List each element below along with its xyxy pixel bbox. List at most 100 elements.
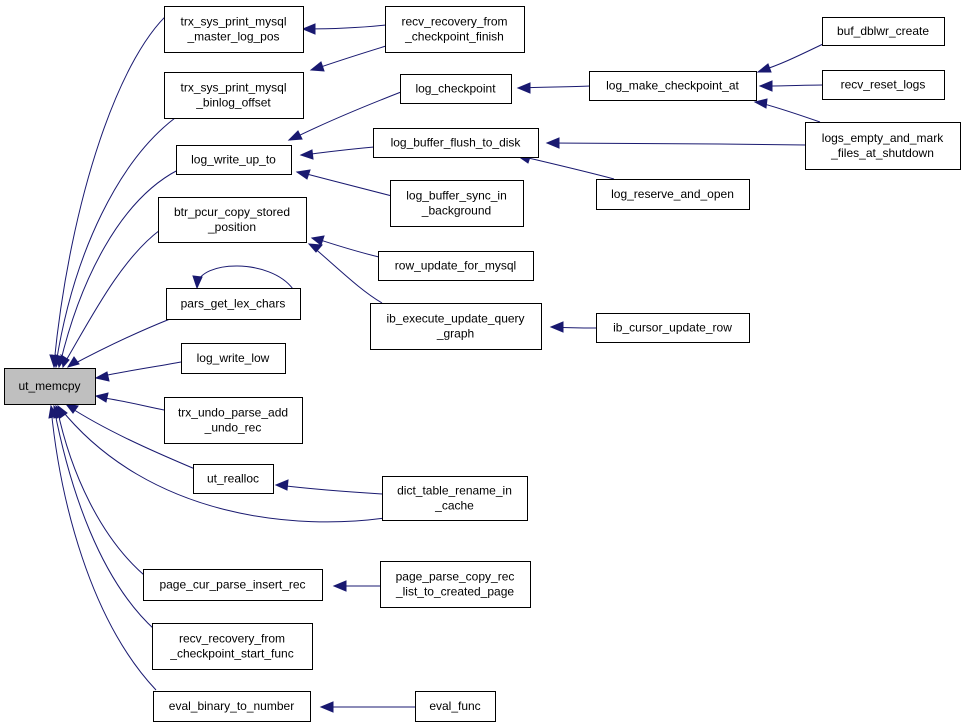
node-box[interactable] bbox=[370, 303, 542, 350]
edge-trx_sys_print_mysql_binlog_offset-to-ut_memcpy bbox=[51, 117, 176, 369]
edge-recv_recovery_from_checkpoint_finish-to-trx_sys_print_mysql_binlog_offset bbox=[309, 45, 387, 72]
node-box[interactable] bbox=[805, 122, 961, 170]
node-label: _checkpoint_start_func bbox=[169, 647, 293, 661]
edge-logs_empty_and_mark_files_at_shutdown-to-log_make_checkpoint_at bbox=[753, 98, 821, 123]
node-log_buffer_flush_to_disk[interactable]: log_buffer_flush_to_disk bbox=[373, 128, 539, 158]
node-box[interactable] bbox=[4, 368, 96, 405]
edge-dict_table_rename_in_cache-to-ut_realloc bbox=[274, 479, 384, 495]
edge-logs_empty_and_mark_files_at_shutdown-to-log_buffer_flush_to_disk bbox=[545, 137, 807, 149]
node-box[interactable] bbox=[415, 691, 496, 722]
node-trx_undo_parse_add_undo_rec[interactable]: trx_undo_parse_add_undo_rec bbox=[164, 397, 303, 444]
edge-trx_undo_parse_add_undo_rec-to-ut_memcpy bbox=[94, 392, 165, 411]
edge-page_cur_parse_insert_rec-to-ut_memcpy bbox=[55, 404, 151, 581]
edge-line bbox=[59, 169, 179, 365]
node-label: ib_cursor_update_row bbox=[613, 321, 732, 335]
edge-eval_func-to-eval_binary_to_number bbox=[319, 701, 416, 713]
node-page_cur_parse_insert_rec[interactable]: page_cur_parse_insert_rec bbox=[143, 569, 323, 601]
node-log_buffer_sync_in_background[interactable]: log_buffer_sync_in_background bbox=[390, 180, 524, 227]
edge-line bbox=[50, 407, 157, 691]
edge-arrowhead bbox=[309, 61, 325, 72]
node-log_checkpoint[interactable]: log_checkpoint bbox=[400, 74, 512, 104]
edge-line bbox=[519, 155, 615, 180]
node-eval_binary_to_number[interactable]: eval_binary_to_number bbox=[153, 691, 311, 722]
node-label: _background bbox=[421, 204, 491, 218]
node-eval_func[interactable]: eval_func bbox=[415, 691, 496, 722]
node-label: log_reserve_and_open bbox=[611, 187, 734, 201]
node-box[interactable] bbox=[382, 476, 528, 521]
node-label: _binlog_offset bbox=[195, 96, 271, 110]
node-label: recv_reset_logs bbox=[841, 78, 926, 92]
node-box[interactable] bbox=[143, 569, 323, 601]
edge-line bbox=[311, 45, 387, 71]
node-label: recv_recovery_from bbox=[401, 15, 507, 29]
node-box[interactable] bbox=[193, 464, 274, 494]
node-box[interactable] bbox=[822, 70, 945, 100]
edge-arrowhead bbox=[545, 137, 560, 149]
node-recv_reset_logs[interactable]: recv_reset_logs bbox=[822, 70, 945, 100]
node-box[interactable] bbox=[385, 6, 525, 53]
node-label: _files_at_shutdown bbox=[830, 146, 934, 160]
node-log_reserve_and_open[interactable]: log_reserve_and_open bbox=[596, 179, 750, 210]
node-label: log_make_checkpoint_at bbox=[606, 79, 739, 93]
node-ib_cursor_update_row[interactable]: ib_cursor_update_row bbox=[596, 313, 750, 343]
node-box[interactable] bbox=[596, 179, 750, 210]
node-label: eval_func bbox=[429, 699, 480, 713]
edge-trx_sys_print_mysql_master_log_pos-to-ut_memcpy bbox=[49, 7, 176, 369]
edge-recv_recovery_from_checkpoint_start_func-to-ut_memcpy bbox=[53, 404, 156, 631]
node-logs_empty_and_mark_files_at_shutdown[interactable]: logs_empty_and_mark_files_at_shutdown bbox=[805, 122, 961, 170]
edge-line bbox=[298, 171, 393, 197]
node-ib_execute_update_query_graph[interactable]: ib_execute_update_query_graph bbox=[370, 303, 542, 350]
node-box[interactable] bbox=[164, 397, 303, 444]
edge-line bbox=[304, 24, 387, 30]
edge-line bbox=[97, 396, 165, 411]
node-recv_recovery_from_checkpoint_finish[interactable]: recv_recovery_from_checkpoint_finish bbox=[385, 6, 525, 53]
edge-arrowhead bbox=[756, 63, 772, 73]
node-box[interactable] bbox=[158, 197, 307, 243]
node-trx_sys_print_mysql_binlog_offset[interactable]: trx_sys_print_mysql_binlog_offset bbox=[164, 72, 304, 119]
node-box[interactable] bbox=[181, 343, 286, 374]
edge-arrowhead bbox=[310, 235, 325, 246]
edge-layer bbox=[48, 7, 824, 713]
node-box[interactable] bbox=[164, 6, 304, 53]
node-box[interactable] bbox=[378, 251, 534, 281]
node-box[interactable] bbox=[152, 623, 313, 670]
edge-arrowhead bbox=[758, 80, 773, 92]
node-box[interactable] bbox=[164, 72, 304, 119]
edge-arrowhead bbox=[319, 701, 334, 713]
node-log_write_low[interactable]: log_write_low bbox=[181, 343, 286, 374]
node-box[interactable] bbox=[390, 180, 524, 227]
node-label: ut_realloc bbox=[207, 472, 259, 486]
node-pars_get_lex_chars[interactable]: pars_get_lex_chars bbox=[166, 288, 301, 320]
node-box[interactable] bbox=[380, 561, 531, 608]
edge-arrowhead bbox=[295, 169, 311, 180]
node-box[interactable] bbox=[373, 128, 539, 158]
node-trx_sys_print_mysql_master_log_pos[interactable]: trx_sys_print_mysql_master_log_pos bbox=[164, 6, 304, 53]
node-box[interactable] bbox=[400, 74, 512, 104]
node-ut_memcpy[interactable]: ut_memcpy bbox=[4, 368, 96, 405]
node-page_parse_copy_rec_list_to_created_page[interactable]: page_parse_copy_rec_list_to_created_page bbox=[380, 561, 531, 608]
node-box[interactable] bbox=[596, 313, 750, 343]
edge-buf_dblwr_create-to-log_make_checkpoint_at bbox=[756, 43, 824, 73]
node-dict_table_rename_in_cache[interactable]: dict_table_rename_in_cache bbox=[382, 476, 528, 521]
edge-line bbox=[196, 265, 294, 290]
node-buf_dblwr_create[interactable]: buf_dblwr_create bbox=[822, 17, 945, 46]
node-box[interactable] bbox=[153, 691, 311, 722]
node-btr_pcur_copy_stored_position[interactable]: btr_pcur_copy_stored_position bbox=[158, 197, 307, 243]
node-log_make_checkpoint_at[interactable]: log_make_checkpoint_at bbox=[589, 71, 757, 101]
node-box[interactable] bbox=[166, 288, 301, 320]
node-box[interactable] bbox=[589, 71, 757, 101]
edge-pars_get_lex_chars-to-pars_get_lex_chars bbox=[192, 265, 294, 290]
node-ut_realloc[interactable]: ut_realloc bbox=[193, 464, 274, 494]
node-log_write_up_to[interactable]: log_write_up_to bbox=[176, 145, 292, 175]
edge-line bbox=[69, 318, 171, 367]
node-row_update_for_mysql[interactable]: row_update_for_mysql bbox=[378, 251, 534, 281]
edge-line bbox=[53, 7, 176, 365]
edge-row_update_for_mysql-to-btr_pcur_copy_stored_position bbox=[310, 235, 380, 258]
node-recv_recovery_from_checkpoint_start_func[interactable]: recv_recovery_from_checkpoint_start_func bbox=[152, 623, 313, 670]
node-box[interactable] bbox=[822, 17, 945, 46]
edge-log_buffer_flush_to_disk-to-log_write_up_to bbox=[299, 146, 375, 160]
edge-ib_execute_update_query_graph-to-btr_pcur_copy_stored_position bbox=[307, 243, 383, 304]
node-box[interactable] bbox=[176, 145, 292, 175]
node-label: log_write_low bbox=[197, 351, 270, 365]
edge-log_write_low-to-ut_memcpy bbox=[94, 361, 182, 382]
